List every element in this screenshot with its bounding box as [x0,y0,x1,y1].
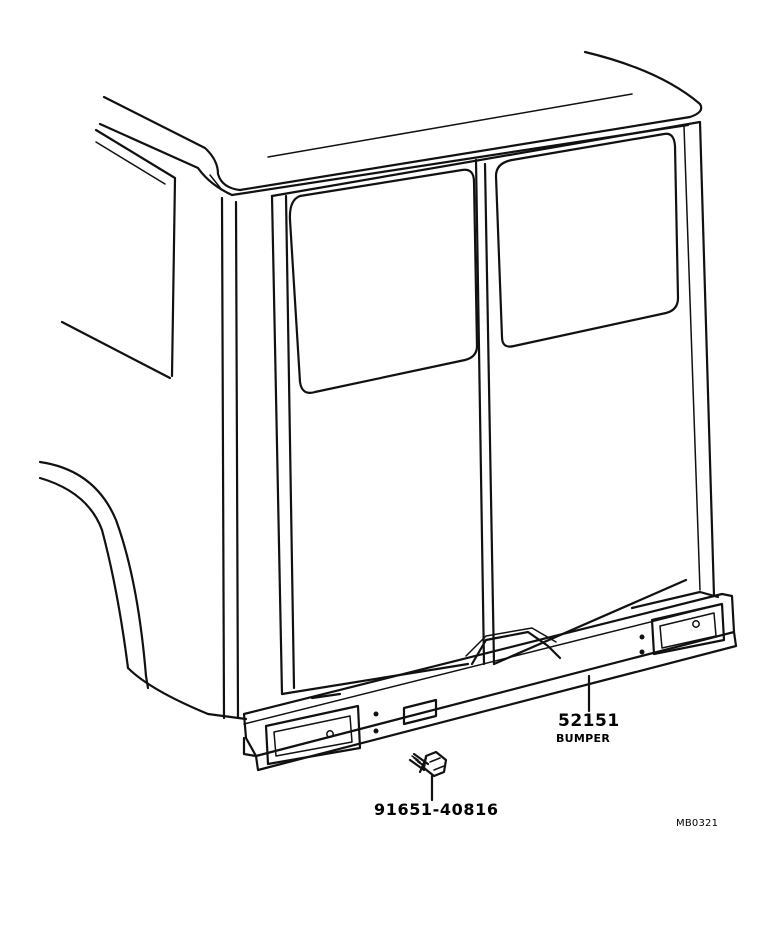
bumper-part-name: BUMPER [556,732,611,745]
vehicle-roof [98,50,703,197]
rear-windows [288,132,680,394]
rear-bumper [242,590,738,772]
diagram-reference-code: MB0321 [676,818,719,829]
rear-doors [270,120,716,696]
bolt-part [408,750,448,778]
bumper-part-number: 52151 [558,711,620,731]
vehicle-side [38,128,248,721]
bolt-part-number: 91651-40816 [374,800,499,819]
